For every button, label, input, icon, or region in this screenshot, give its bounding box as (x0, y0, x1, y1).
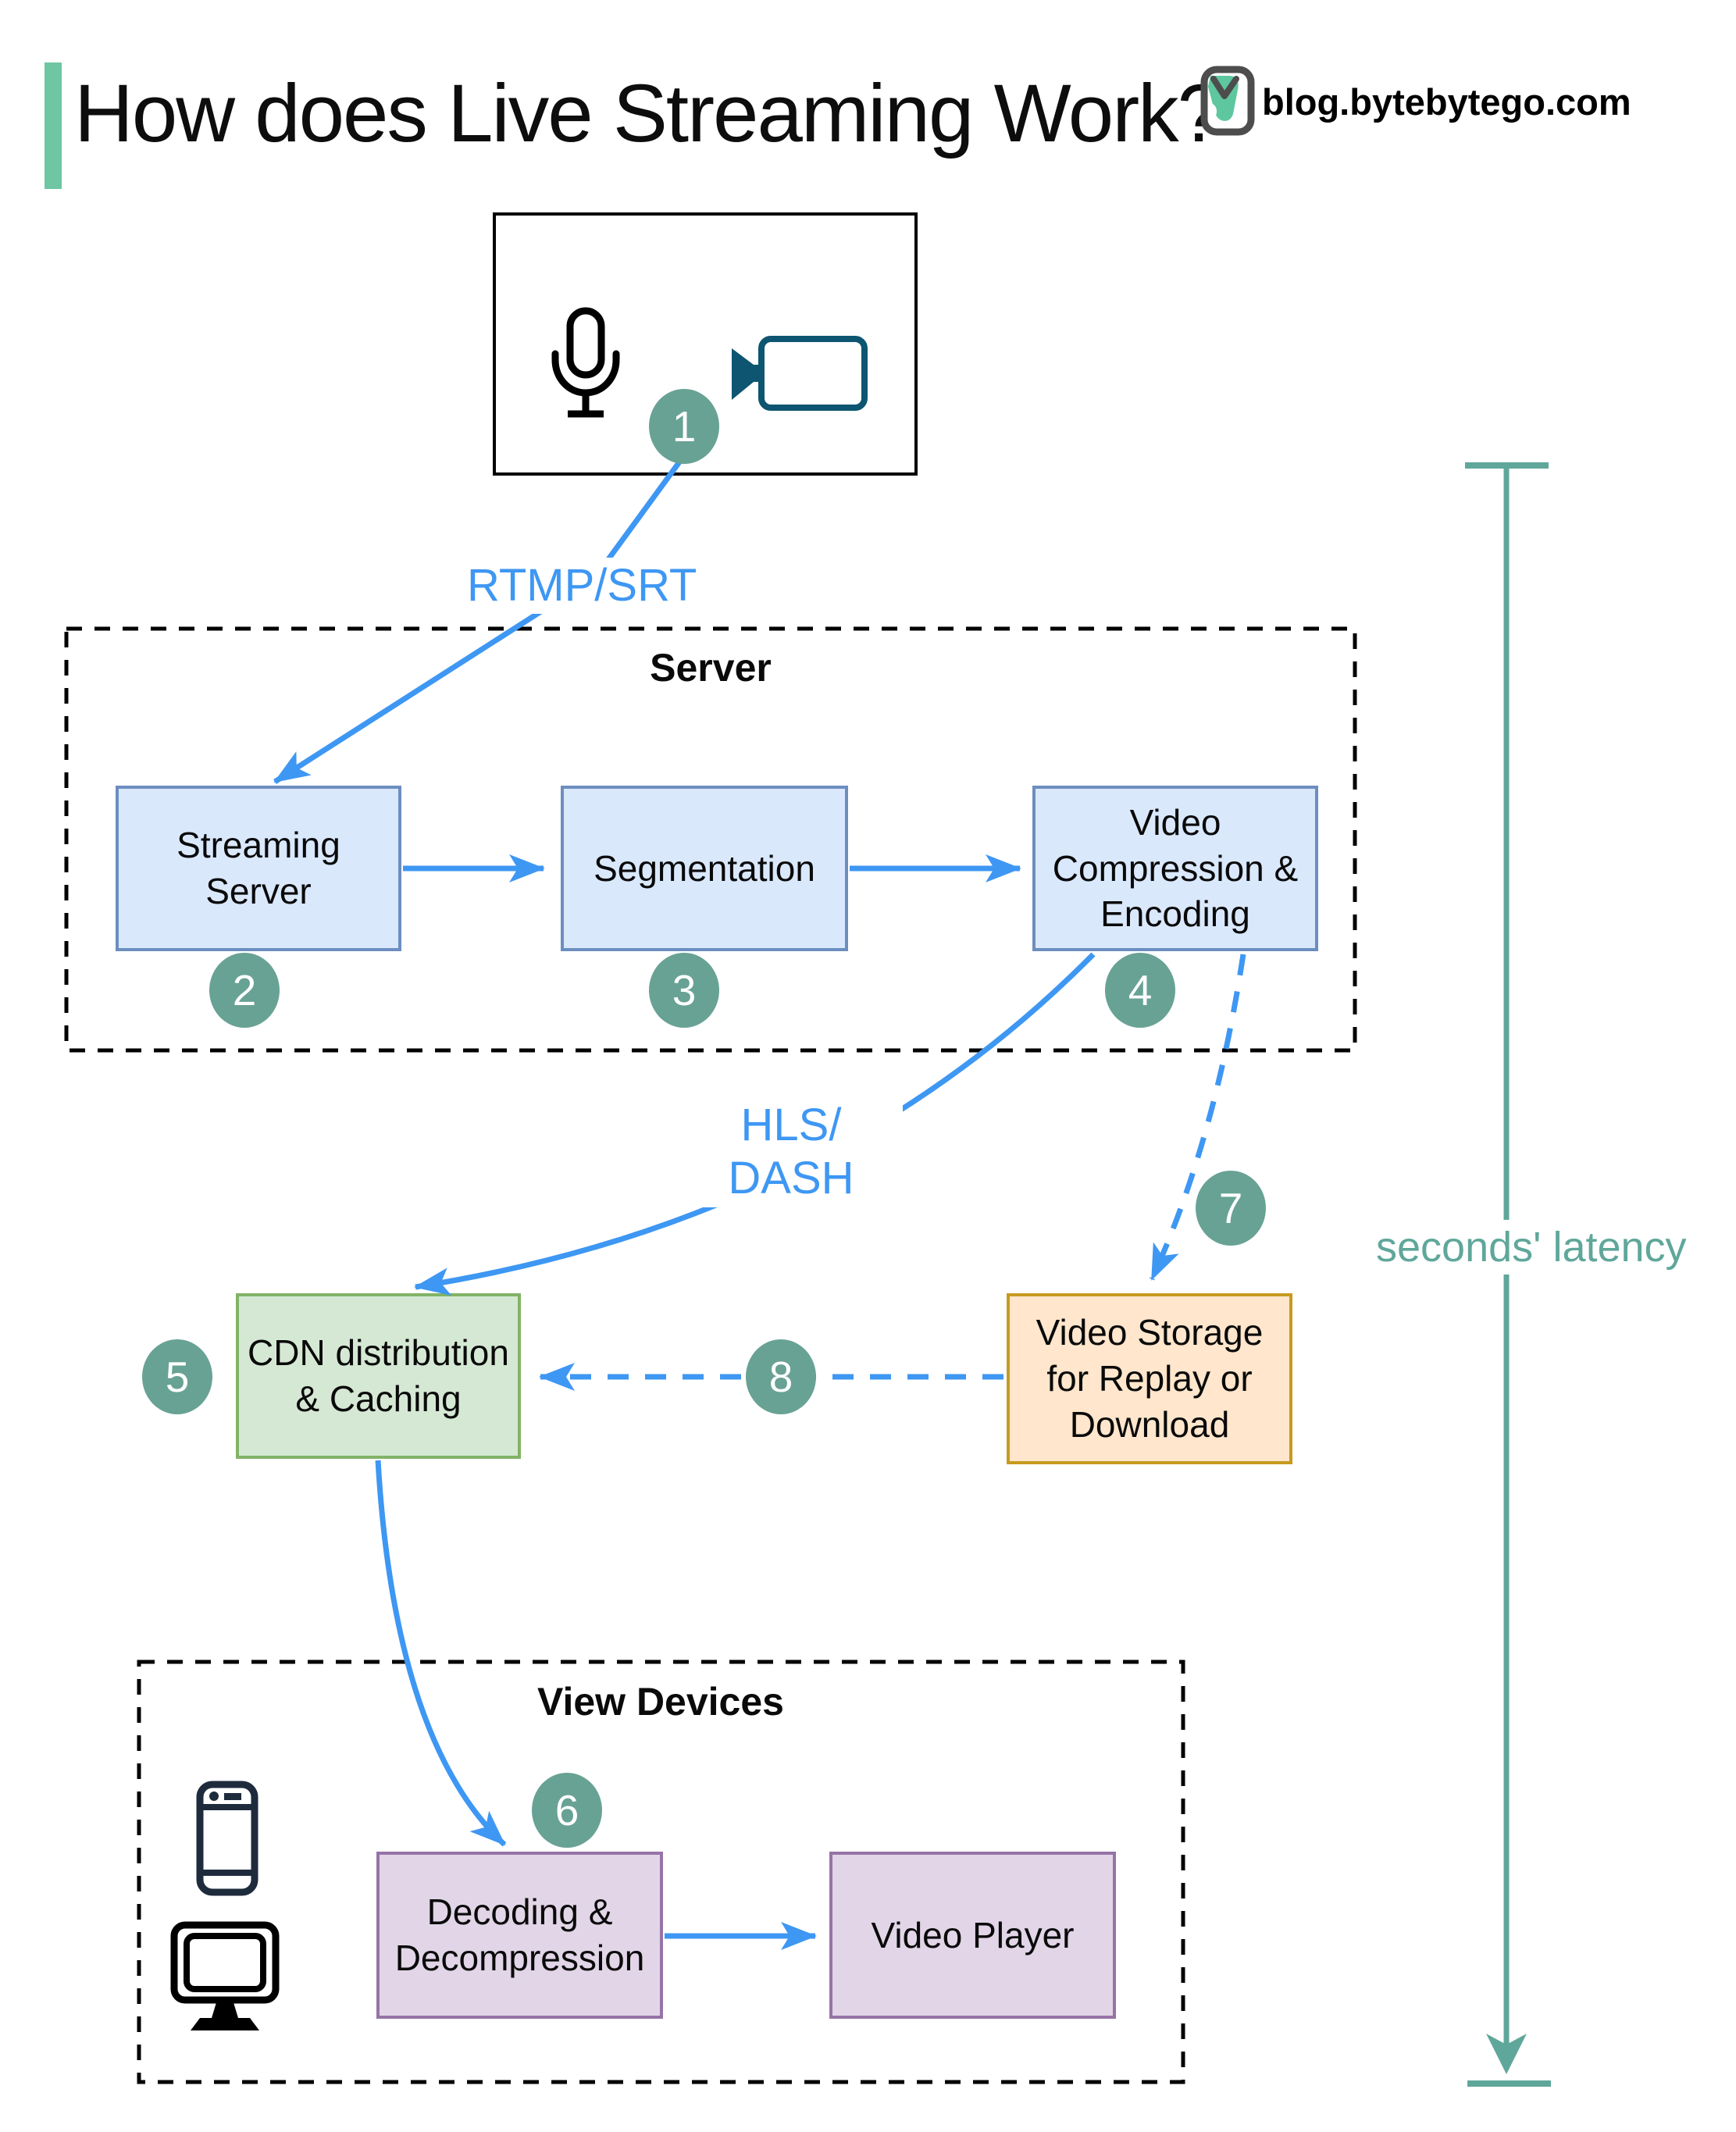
decoding-node: Decoding & Decompression (376, 1852, 663, 2019)
site-url: blog.bytebytego.com (1262, 81, 1631, 123)
cdn-node: CDN distribution & Caching (236, 1293, 521, 1459)
view-devices-group-title: View Devices (537, 1680, 784, 1724)
cdn-label: CDN distribution & Caching (248, 1332, 509, 1419)
step-badge-6: 6 (532, 1773, 602, 1848)
step-badge-1: 1 (649, 389, 719, 464)
storage-node: Video Storage for Replay or Download (1007, 1293, 1292, 1464)
decoding-label: Decoding & Decompression (394, 1891, 645, 1978)
video-player-node: Video Player (829, 1852, 1116, 2019)
bytebytego-logo-icon (1200, 66, 1255, 136)
smartphone-icon (196, 1781, 258, 1896)
arrow-cdn-to-decoding (375, 1460, 507, 1847)
streaming-server-node: Streaming Server (116, 786, 401, 951)
title-accent-bar (45, 62, 62, 189)
compression-label: Video Compression & Encoding (1052, 801, 1299, 935)
step-badge-5: 5 (142, 1339, 212, 1414)
video-camera-icon (729, 334, 869, 412)
rtmp-srt-label: RTMP/SRT (461, 558, 704, 615)
step-badge-4: 4 (1105, 953, 1175, 1028)
hls-dash-label: HLS/ DASH (679, 1097, 903, 1207)
monitor-icon (170, 1921, 280, 2035)
compression-node: Video Compression & Encoding (1032, 786, 1318, 951)
storage-label: Video Storage for Replay or Download (1036, 1312, 1264, 1445)
video-player-label: Video Player (871, 1914, 1075, 1956)
latency-label: seconds' latency (1368, 1220, 1695, 1275)
segmentation-label: Segmentation (594, 847, 815, 889)
step-badge-3: 3 (649, 953, 719, 1028)
page-title: How does Live Streaming Work? (74, 68, 1223, 159)
arrow-capture-to-streaming (273, 452, 687, 784)
step-badge-7: 7 (1196, 1171, 1266, 1246)
streaming-server-label: Streaming Server (176, 825, 340, 911)
latency-measure-line (1465, 462, 1551, 2087)
step-badge-2: 2 (209, 953, 280, 1028)
server-group-title: Server (650, 646, 772, 690)
segmentation-node: Segmentation (561, 786, 848, 951)
step-badge-8: 8 (746, 1339, 816, 1414)
microphone-icon (547, 307, 625, 424)
